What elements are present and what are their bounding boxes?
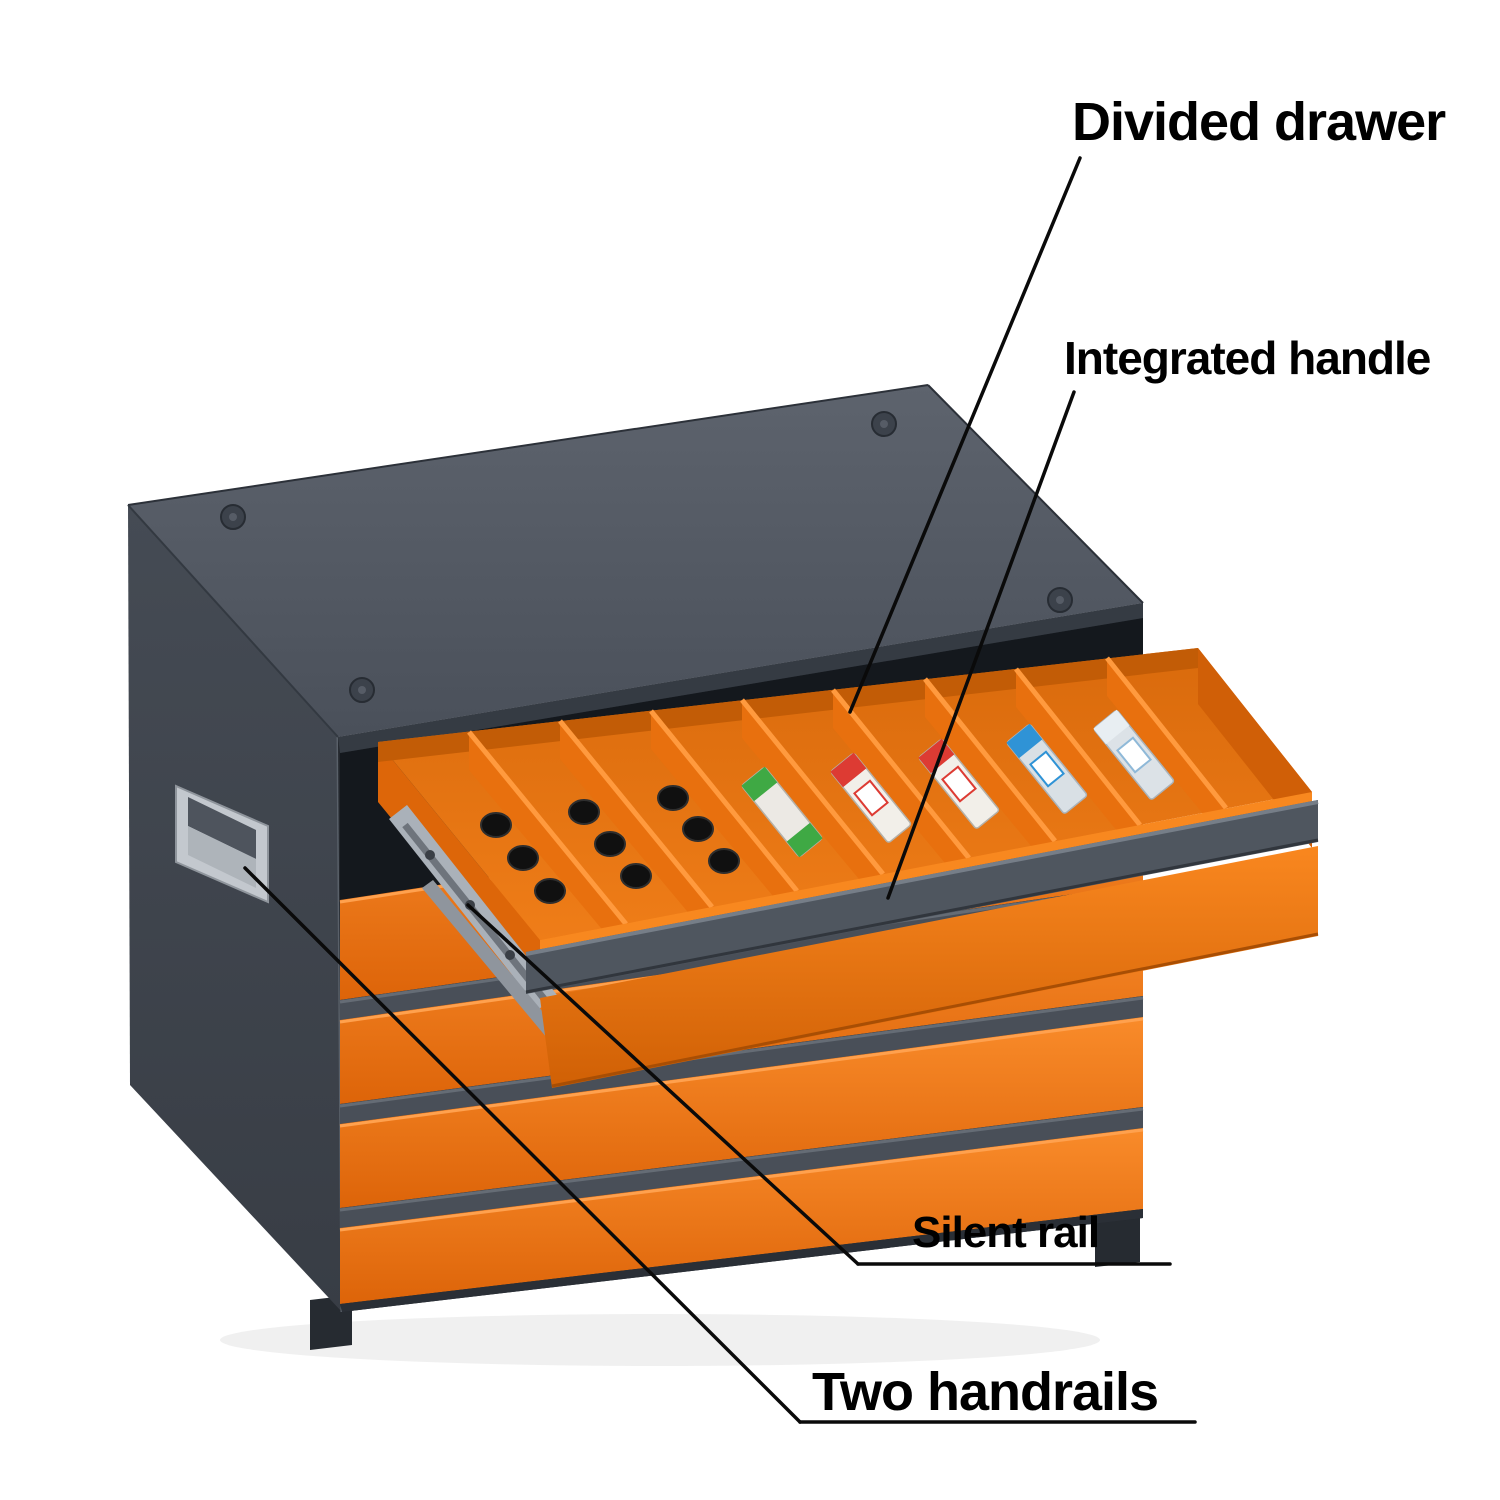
screw-center	[880, 420, 888, 428]
closed-drawer-front	[340, 1128, 1143, 1304]
callout-label-divided-drawer: Divided drawer	[1072, 92, 1446, 152]
screw-center	[358, 686, 366, 694]
tool-box	[830, 752, 912, 843]
drawer-rail-bar	[340, 1107, 1143, 1228]
divider	[651, 711, 797, 925]
rail-screw	[425, 850, 435, 860]
tool-box	[1093, 709, 1175, 800]
divider-top	[467, 730, 628, 926]
rail-inner-section	[422, 880, 558, 1038]
rail-highlight	[339, 996, 1144, 1108]
callout-label-silent-rail: Silent rail	[912, 1208, 1100, 1257]
knob	[534, 878, 566, 904]
divider	[1107, 658, 1226, 842]
handle-highlight	[525, 800, 1319, 956]
drawer-rail-bar	[340, 996, 1143, 1124]
cabinet-edge	[127, 504, 339, 738]
handrail-recess-bottom	[188, 826, 256, 888]
cabinet-top-lip	[338, 603, 1143, 753]
knob	[568, 799, 600, 825]
divider	[1016, 669, 1140, 859]
divider	[560, 721, 712, 941]
divider	[925, 679, 1055, 875]
screw-center	[229, 513, 237, 521]
knob	[480, 812, 512, 838]
divider-top	[831, 688, 971, 860]
cabinet-top-face	[128, 385, 1143, 737]
drawer-dividers	[467, 656, 1228, 958]
rail-screw	[505, 950, 515, 960]
tool-boxes	[741, 709, 1175, 858]
divider-top	[649, 709, 799, 893]
divider-top	[1105, 656, 1228, 810]
tool-box	[1006, 723, 1088, 814]
knob	[594, 831, 626, 857]
ground-shadow	[220, 1314, 1100, 1366]
knob	[657, 785, 689, 811]
knob	[708, 848, 740, 874]
handle-shadow	[525, 838, 1319, 994]
pulled-drawer	[378, 648, 1319, 1088]
leader-integrated-handle	[886, 390, 1076, 900]
callout-label-two-handrails: Two handrails	[812, 1362, 1159, 1422]
closed-drawer-front	[340, 1017, 1143, 1208]
cabinet-left-face	[128, 505, 342, 1312]
cabinet-base-strip	[340, 1209, 1143, 1312]
leader-silent-rail	[466, 903, 860, 1266]
integrated-handle-bar	[525, 800, 1319, 994]
rail-highlight	[339, 1107, 1144, 1212]
divider-top	[740, 698, 885, 876]
handrail-recess-top	[188, 797, 256, 859]
side-handrail	[175, 784, 269, 904]
screw-center	[1056, 596, 1064, 604]
knob	[682, 816, 714, 842]
divider-top	[558, 719, 714, 909]
tool-box	[741, 766, 823, 858]
divider-top	[1014, 667, 1142, 827]
leader-divided-drawer	[848, 156, 1082, 714]
divider	[742, 700, 883, 908]
callout-label-integrated-handle: Integrated handle	[1064, 332, 1431, 384]
drawer-front-bottom-edge	[551, 932, 1319, 1088]
handle-bar	[526, 800, 1318, 994]
cabinet-edge	[127, 384, 929, 506]
divider-top	[923, 677, 1057, 843]
divider	[833, 690, 969, 892]
top-screws	[220, 411, 1073, 703]
drawer-front-panel	[540, 846, 1318, 1088]
knob	[507, 845, 539, 871]
divider	[469, 732, 626, 958]
callout-lines	[243, 156, 1197, 1424]
drawer-edge-highlight	[339, 1128, 1144, 1232]
leader-two-handrails	[243, 866, 802, 1424]
drawer-edge-highlight	[339, 1017, 1144, 1128]
collet-knobs	[480, 785, 740, 904]
tray-back-shadow	[378, 648, 1198, 762]
knob	[620, 863, 652, 889]
